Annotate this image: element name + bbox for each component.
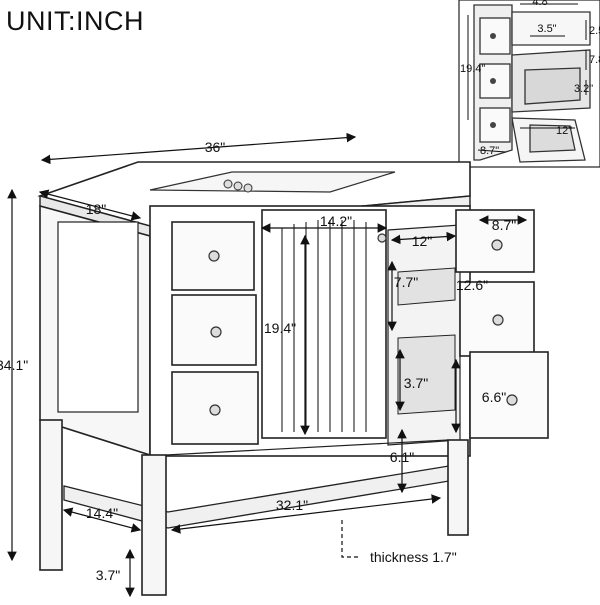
label-leg-height: 3.7" bbox=[96, 567, 120, 583]
leg-front-right bbox=[141, 454, 167, 596]
label-drawer-height-lower: 3.7" bbox=[404, 375, 428, 391]
label-door-width: 14.2" bbox=[320, 213, 352, 229]
drawer-knobs bbox=[208, 233, 518, 416]
label-overall-width: 36" bbox=[205, 139, 226, 155]
inset-bottom-depth: 12" bbox=[556, 125, 572, 137]
leg-back-right bbox=[447, 439, 469, 536]
unit-label: UNIT:INCH bbox=[6, 6, 144, 36]
inset-top-width: 4.8" bbox=[532, 0, 551, 8]
faucet-hole bbox=[223, 179, 233, 189]
inset-right-top: 2.5" bbox=[589, 25, 600, 37]
inset-right-low: 3.2" bbox=[574, 83, 593, 95]
inset-top-inner: 3.5" bbox=[537, 23, 556, 35]
inset-bottom-left: 8.7" bbox=[480, 145, 499, 157]
inset-height: 19.4" bbox=[460, 63, 485, 75]
open-drawer-3 bbox=[469, 351, 549, 439]
label-drawer-front-lower: 6.6" bbox=[482, 389, 506, 405]
inset-detail: 4.8" 3.5" 2.5" 7.8" 3.2" 19.4" 12" 8.7" bbox=[458, 0, 600, 168]
label-shelf-width: 32.1" bbox=[276, 497, 308, 513]
label-depth: 18" bbox=[86, 201, 107, 217]
dimension-lines bbox=[7, 132, 528, 598]
label-shelf-thickness: thickness 1.7" bbox=[370, 549, 457, 565]
label-drawer-width: 8.7" bbox=[492, 217, 516, 233]
label-drawer-height-upper: 7.7" bbox=[394, 274, 418, 290]
label-drawer-depth-upper: 12.6" bbox=[456, 277, 488, 293]
label-door-height: 19.4" bbox=[264, 320, 296, 336]
label-side-depth: 14.4" bbox=[86, 505, 118, 521]
dimension-labels: 36" 18" 34.1" 14.2" 19.4" 12" 8.7" 7.7" … bbox=[0, 139, 516, 583]
label-shelf-clearance: 6.1" bbox=[390, 449, 414, 465]
cabinet-body bbox=[39, 204, 549, 596]
label-open-drawer-depth: 12" bbox=[412, 233, 433, 249]
leg-front-left bbox=[39, 419, 63, 571]
cabinet-door bbox=[261, 209, 387, 439]
sink-basin bbox=[149, 171, 396, 193]
label-total-height: 34.1" bbox=[0, 357, 28, 373]
bottom-shelf bbox=[63, 464, 456, 529]
inset-right-mid: 7.8" bbox=[589, 54, 600, 66]
